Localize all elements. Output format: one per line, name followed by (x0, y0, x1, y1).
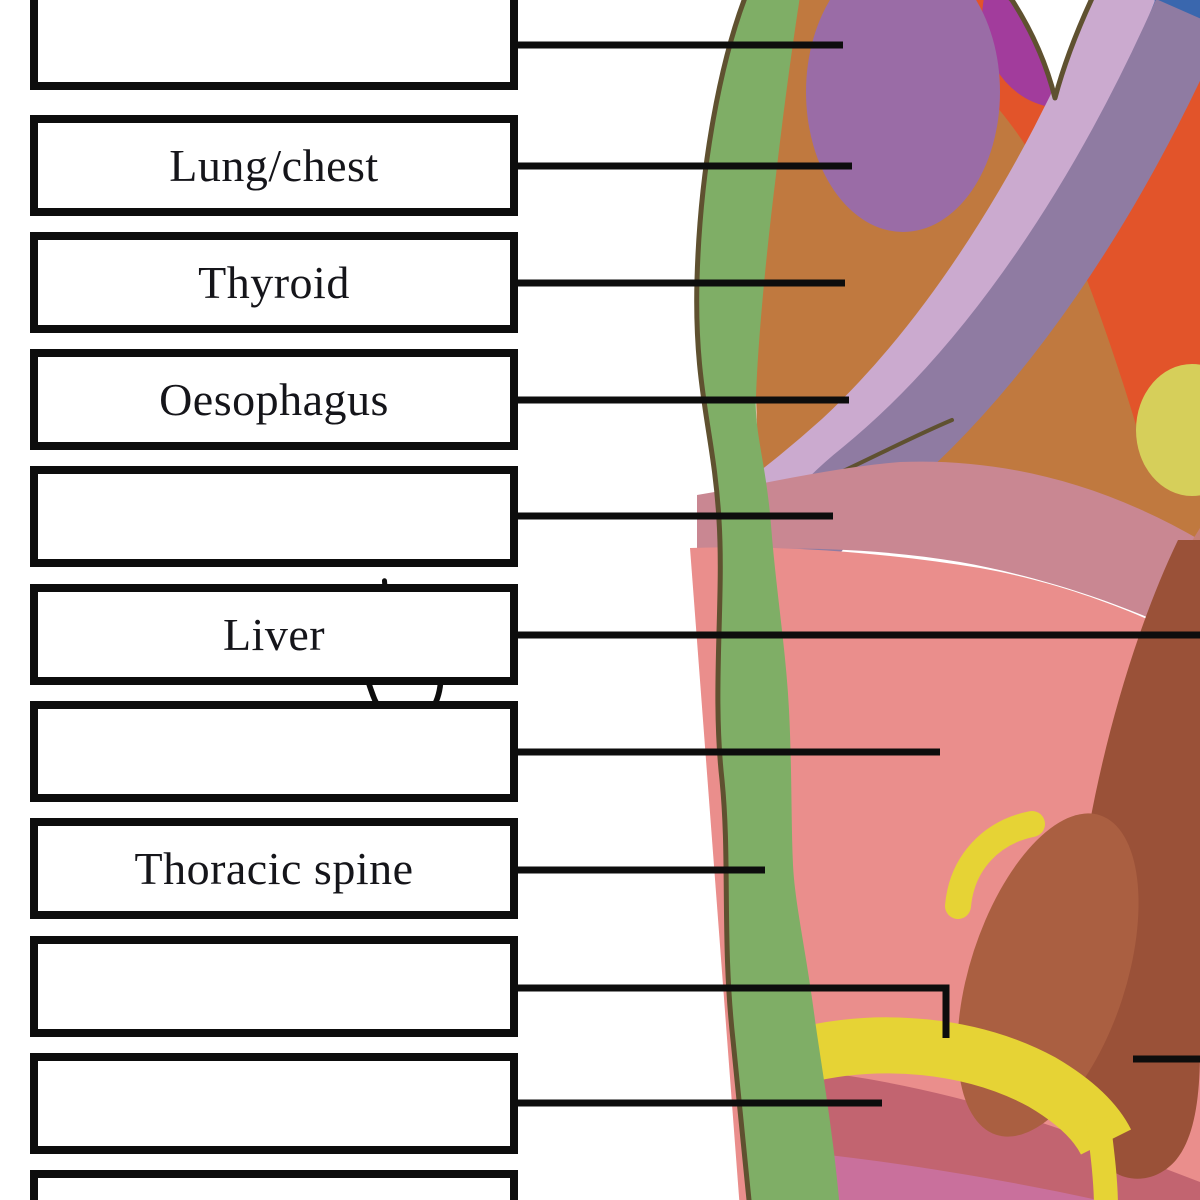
neck-notch (1008, 0, 1094, 101)
yellow-band (793, 1017, 1132, 1156)
answer-box-10[interactable] (30, 1053, 518, 1154)
answer-box-1[interactable] (30, 0, 518, 90)
diaphragm-band (697, 461, 1200, 642)
answer-box-8[interactable]: Thoracic spine (30, 818, 518, 919)
answer-box-3-label: Thyroid (198, 257, 350, 308)
answer-box-2[interactable]: Lung/chest (30, 115, 518, 216)
answer-box-4[interactable]: Oesophagus (30, 349, 518, 450)
adrenal-crescent (945, 811, 1045, 919)
body-outline (694, 0, 752, 1200)
answer-box-7[interactable] (30, 701, 518, 802)
shoulder-muscle-shape (806, 0, 1000, 232)
answer-box-5[interactable] (30, 466, 518, 567)
answer-box-6-label: Liver (222, 609, 326, 660)
gland-ball (1136, 364, 1200, 496)
answer-box-6[interactable]: Liver (30, 584, 518, 685)
answer-box-2-label: Lung/chest (169, 140, 379, 191)
ureter (1086, 1116, 1118, 1200)
bottom-pink-band (800, 1152, 1098, 1200)
answer-box-9[interactable] (30, 936, 518, 1037)
body-green-strip (696, 0, 840, 1200)
pointer-line-9-elbow (516, 984, 950, 1038)
answer-box-4-label: Oesophagus (159, 374, 389, 425)
answer-box-11[interactable] (30, 1170, 518, 1200)
answer-box-3[interactable]: Thyroid (30, 232, 518, 333)
answer-box-8-label: Thoracic spine (134, 843, 414, 894)
